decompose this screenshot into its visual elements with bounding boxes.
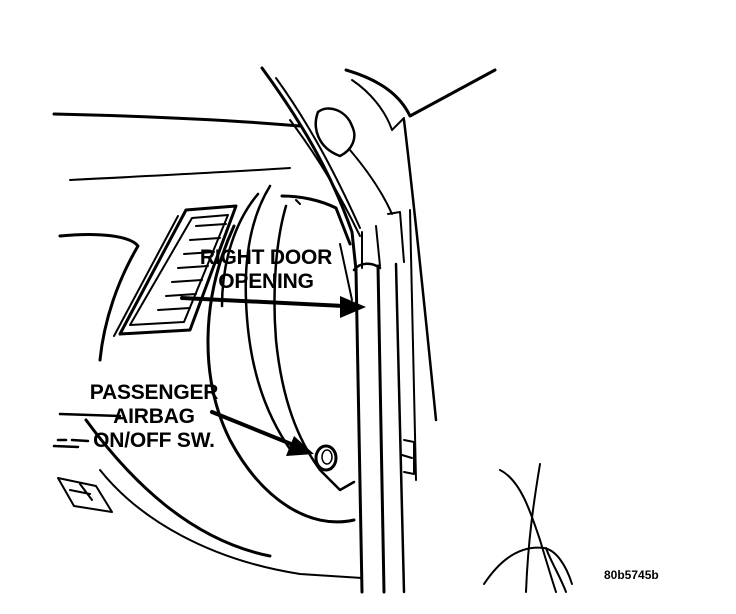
door-seal-inner [376, 264, 386, 594]
passenger-airbag-line-2: AIRBAG [113, 405, 195, 428]
side-vent-inner [129, 214, 229, 326]
lower-dash-sweep [84, 418, 272, 558]
dashboard-top-edge [52, 112, 302, 128]
door-arrow-head [340, 296, 366, 318]
airbag-arrow-head [286, 436, 314, 456]
roof-header-inner [351, 79, 405, 131]
right-door-opening-line-1: RIGHT DOOR [199, 246, 333, 269]
a-pillar-outer [260, 66, 358, 272]
passenger-airbag-switch-label: PASSENGER AIRBAG ON/OFF SW. [68, 381, 240, 453]
airbag-arrow-shaft [210, 410, 298, 448]
door-arrow-shaft [180, 296, 346, 308]
lower-dash-sweep-2 [99, 469, 363, 579]
passenger-airbag-line-3: ON/OFF SW. [93, 429, 215, 452]
dash-left-curve [58, 233, 140, 362]
dashboard-top-seam [69, 167, 291, 181]
dash-lower-curve [206, 224, 356, 524]
dash-end-inner [295, 199, 353, 301]
upper-trim-line [349, 149, 393, 215]
side-vent-louvers [157, 223, 227, 311]
door-seal-top [361, 225, 381, 269]
door-frame-line-3 [394, 262, 406, 594]
hinge-detail [401, 439, 415, 475]
figure-code: 80b5745b [604, 568, 659, 582]
dash-end-outline [280, 194, 352, 246]
dash-end-cap [244, 184, 294, 454]
side-vent-frame [113, 215, 179, 337]
lower-left-lines [52, 412, 122, 449]
upper-trim-bulge [314, 107, 356, 158]
side-vent-outline [118, 204, 238, 336]
passenger-airbag-line-1: PASSENGER [89, 381, 219, 404]
seat-outline-2 [525, 463, 541, 593]
airbag-switch-icon [314, 444, 338, 472]
a-pillar-edge [289, 119, 361, 237]
dash-panel-edge [220, 192, 260, 308]
door-frame-line-2 [402, 118, 438, 422]
right-door-opening-label: RIGHT DOOR OPENING [181, 246, 351, 294]
door-seal-cap [352, 262, 382, 272]
seat-outline-3 [483, 546, 573, 585]
door-frame-line-1 [387, 211, 405, 263]
roof-header [344, 68, 497, 118]
seat-outline-1 [499, 469, 557, 593]
door-seal-outer [354, 268, 364, 594]
airbag-switch-knob [321, 449, 333, 465]
door-frame-line-4 [409, 209, 417, 481]
right-door-opening-line-2: OPENING [218, 270, 314, 293]
lower-left-emblem [57, 477, 113, 513]
a-pillar-inner [275, 77, 361, 229]
seat-outline-4 [545, 547, 567, 593]
